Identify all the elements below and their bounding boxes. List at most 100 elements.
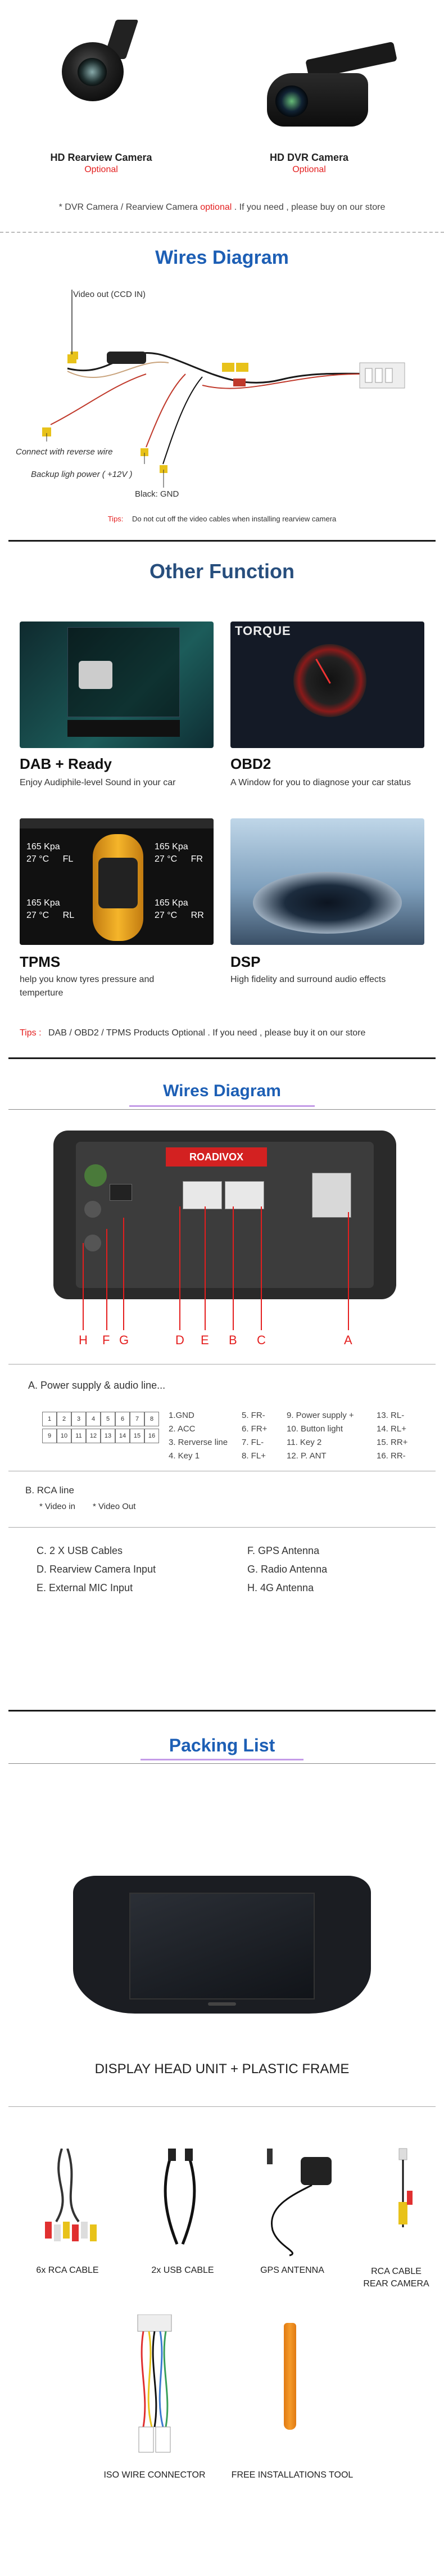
pin-2: 2 — [57, 1412, 71, 1426]
pin-desc-15: 15. RR+ — [377, 1438, 408, 1447]
dsp-desc: High fidelity and surround audio effects — [230, 975, 386, 984]
obd-title: OBD2 — [230, 755, 271, 772]
pin-col-1: 1.GND 2. ACC 3. Rerverse line 4. Key 1 — [169, 1409, 236, 1463]
tpms-rr-label: RR — [191, 911, 204, 920]
tpms-fl: 165 Kpa 27 °C FL — [26, 841, 73, 866]
rca-video-out: * Video Out — [93, 1502, 136, 1511]
usb-cable-image — [164, 2149, 196, 2245]
pin-desc-8: 8. FL+ — [242, 1451, 266, 1461]
item-d: D. Rearview Camera Input — [37, 1564, 156, 1575]
tpms-rr-temp-unit: °C — [167, 911, 178, 920]
callout-e: E — [201, 1333, 209, 1347]
pin-13: 13 — [101, 1429, 115, 1443]
tpms-rr: 165 Kpa 27 °C RR — [155, 897, 204, 922]
other-tips-label: Tips : — [20, 1028, 42, 1038]
item-installation-tool: FREE INSTALLATIONS TOOL — [231, 2470, 354, 2480]
pin-desc-6: 6. FR+ — [242, 1424, 268, 1434]
section-b-title: B. RCA line — [25, 1485, 74, 1496]
item-iso-wire-connector: ISO WIRE CONNECTOR — [103, 2470, 206, 2480]
obd-desc: A Window for you to diagnose your car st… — [230, 778, 411, 787]
obd-image: TORQUE — [230, 622, 424, 748]
divider — [0, 232, 444, 233]
other-function-title: Other Function — [149, 560, 295, 583]
tpms-fr-kpa: 165 — [155, 842, 170, 852]
rca-rear-camera-image — [398, 2148, 413, 2227]
dsp-image — [230, 818, 424, 945]
item-c: C. 2 X USB Cables — [37, 1545, 123, 1556]
backup-power-label: Backup ligh power ( +12V ) — [31, 470, 133, 479]
pin-8: 8 — [144, 1412, 159, 1426]
tpms-rl-unit: Kpa — [44, 898, 60, 908]
pin-1: 1 — [42, 1412, 57, 1426]
section-a-title: A. Power supply & audio line... — [28, 1380, 166, 1391]
pin-4: 4 — [86, 1412, 101, 1426]
camera-note-prefix: * DVR Camera / Rearview Camera — [58, 202, 198, 212]
tpms-rl: 165 Kpa 27 °C RL — [26, 897, 74, 922]
tpms-title: TPMS — [20, 953, 61, 970]
callout-b: B — [229, 1333, 237, 1347]
pin-col-3: 9. Power supply + 10. Button light 11. K… — [287, 1409, 371, 1463]
roadivox-badge: ROADIVOX — [166, 1147, 267, 1167]
dvr-camera-title: HD DVR Camera — [269, 152, 349, 163]
pin-col-4: 13. RL- 14. RL+ 15. RR+ 16. RR- — [377, 1409, 427, 1463]
video-out-label: Video out (CCD IN) — [73, 290, 146, 299]
title-underline — [129, 1105, 315, 1107]
iso-wire-connector-image — [137, 2314, 172, 2453]
tpms-fr: 165 Kpa 27 °C FR — [155, 841, 203, 866]
pin-desc-12: 12. P. ANT — [287, 1451, 327, 1461]
tpms-rr-kpa: 165 — [155, 898, 170, 908]
wires-diagram-title: Wires Diagram — [155, 247, 289, 268]
pin-desc-4: 4. Key 1 — [169, 1451, 200, 1461]
pin-desc-3: 3. Rerverse line — [169, 1438, 228, 1447]
item-rca-cable: 6x RCA CABLE — [36, 2266, 99, 2275]
divider — [8, 1057, 436, 1059]
pin-15: 15 — [130, 1429, 144, 1443]
camera-wiring-svg — [42, 290, 405, 488]
other-tips: Tips : DAB / OBD2 / TPMS Products Option… — [20, 1028, 365, 1038]
callout-a: A — [344, 1333, 352, 1347]
divider — [8, 540, 436, 542]
tpms-rr-unit: Kpa — [172, 898, 188, 908]
rca-cable-image — [45, 2149, 97, 2241]
packing-list-section: Packing List DISPLAY HEAD UNIT + PLASTIC… — [0, 1713, 444, 2576]
rearview-optional-label: Optional — [84, 165, 118, 174]
item-usb-cable: 2x USB CABLE — [151, 2266, 214, 2275]
wires-diagram-camera: Wires Diagram Video out (CCD IN) Connect… — [0, 233, 444, 537]
camera-note-suffix: . If you need , please buy on our store — [234, 202, 386, 212]
rule — [8, 2106, 436, 2107]
camera-section: HD Rearview Camera Optional HD DVR Camer… — [0, 0, 444, 231]
tpms-rl-label: RL — [62, 911, 75, 920]
callout-f: F — [102, 1333, 110, 1347]
tips-text: Do not cut off the video cables when ins… — [132, 515, 337, 523]
dvr-optional-label: Optional — [292, 165, 326, 174]
rearview-camera-image — [56, 20, 146, 107]
pin-desc-1: 1.GND — [169, 1411, 194, 1420]
pin-desc-14: 14. RL+ — [377, 1424, 406, 1434]
title-rule — [8, 1763, 436, 1764]
item-gps-antenna: GPS ANTENNA — [260, 2266, 324, 2275]
tpms-rl-temp-unit: °C — [39, 911, 49, 920]
pin-7: 7 — [130, 1412, 144, 1426]
pin-10: 10 — [57, 1429, 71, 1443]
wires-tips: Tips: Do not cut off the video cables wh… — [0, 515, 444, 523]
item-e: E. External MIC Input — [37, 1582, 133, 1593]
pin-9: 9 — [42, 1429, 57, 1443]
dab-title: DAB + Ready — [20, 755, 112, 772]
tpms-fl-temp: 27 — [26, 854, 37, 864]
dsp-title: DSP — [230, 953, 261, 970]
head-unit-caption: DISPLAY HEAD UNIT + PLASTIC FRAME — [94, 2061, 350, 2077]
item-f: F. GPS Antenna — [247, 1545, 320, 1556]
pin-6: 6 — [115, 1412, 130, 1426]
pin-col-2: 5. FR- 6. FR+ 7. FL- 8. FL+ — [242, 1409, 281, 1463]
dvr-camera-image — [256, 41, 397, 129]
pin-16: 16 — [144, 1429, 159, 1443]
tpms-fl-unit: Kpa — [44, 842, 60, 852]
other-function-section: Other Function DAB + Ready Enjoy Audiphi… — [0, 543, 444, 1049]
pin-desc-13: 13. RL- — [377, 1411, 405, 1420]
torque-brand: TORQUE — [235, 624, 291, 638]
rule — [8, 1527, 436, 1528]
title-rule — [8, 1109, 436, 1110]
pin-desc-10: 10. Button light — [287, 1424, 343, 1434]
pin-12: 12 — [86, 1429, 101, 1443]
tpms-rl-temp: 27 — [26, 911, 37, 920]
